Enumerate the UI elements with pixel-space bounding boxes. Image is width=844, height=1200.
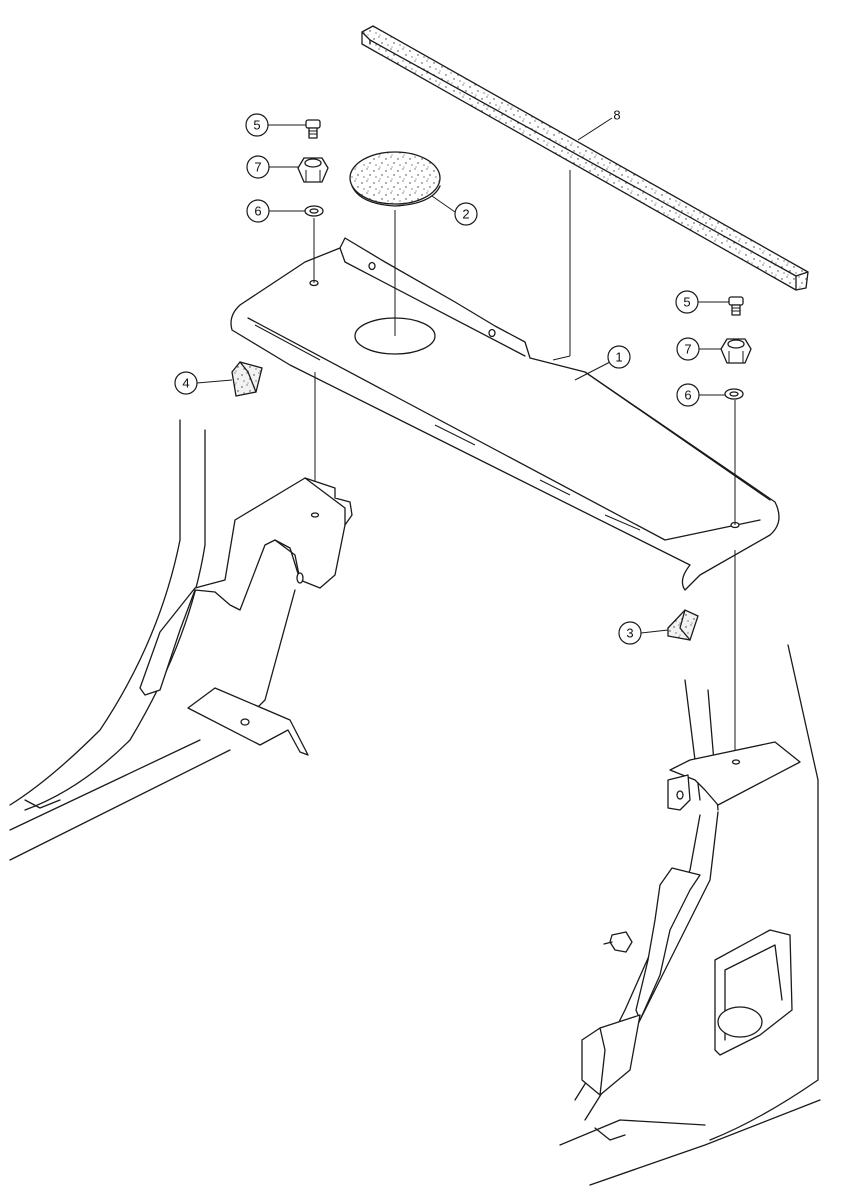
callout-label: 3 bbox=[626, 626, 633, 641]
callout-label: 7 bbox=[684, 342, 691, 357]
callout-5-left: 5 bbox=[245, 113, 306, 137]
clip-part-3 bbox=[667, 609, 699, 641]
bolt-icon bbox=[305, 119, 321, 139]
callout-label: 2 bbox=[462, 207, 469, 222]
clip-part-4 bbox=[231, 361, 263, 397]
callout-5-right: 5 bbox=[675, 290, 729, 314]
callout-6-left: 6 bbox=[246, 199, 305, 223]
callout-label: 1 bbox=[615, 350, 622, 365]
bolt-icon bbox=[728, 296, 744, 316]
callout-3: 3 bbox=[618, 621, 669, 645]
callout-6-right: 6 bbox=[676, 383, 725, 407]
callout-label: 5 bbox=[683, 295, 690, 310]
callout-label: 8 bbox=[613, 108, 620, 123]
callout-label: 4 bbox=[182, 376, 189, 391]
callout-2: 2 bbox=[431, 195, 478, 226]
left-body-pillar bbox=[9, 419, 353, 861]
callout-8: 8 bbox=[577, 108, 621, 141]
foam-strip-part-8 bbox=[361, 25, 809, 291]
rear-shelf-panel-part-1 bbox=[230, 237, 780, 591]
callout-7-left: 7 bbox=[246, 155, 298, 179]
washer-icon bbox=[304, 205, 324, 217]
callout-label: 6 bbox=[684, 388, 691, 403]
callout-4: 4 bbox=[174, 371, 233, 395]
hex-nut-icon bbox=[720, 338, 752, 364]
callout-label: 7 bbox=[254, 160, 261, 175]
hex-nut-icon bbox=[297, 157, 329, 183]
washer-icon bbox=[724, 388, 744, 400]
callout-label: 5 bbox=[253, 118, 260, 133]
assembly-lines bbox=[313, 170, 736, 760]
callout-label: 6 bbox=[254, 204, 261, 219]
callout-1: 1 bbox=[574, 345, 631, 381]
callout-7-right: 7 bbox=[676, 337, 721, 361]
right-body-pillar bbox=[559, 644, 821, 1186]
speaker-pad-part-2 bbox=[349, 151, 441, 207]
